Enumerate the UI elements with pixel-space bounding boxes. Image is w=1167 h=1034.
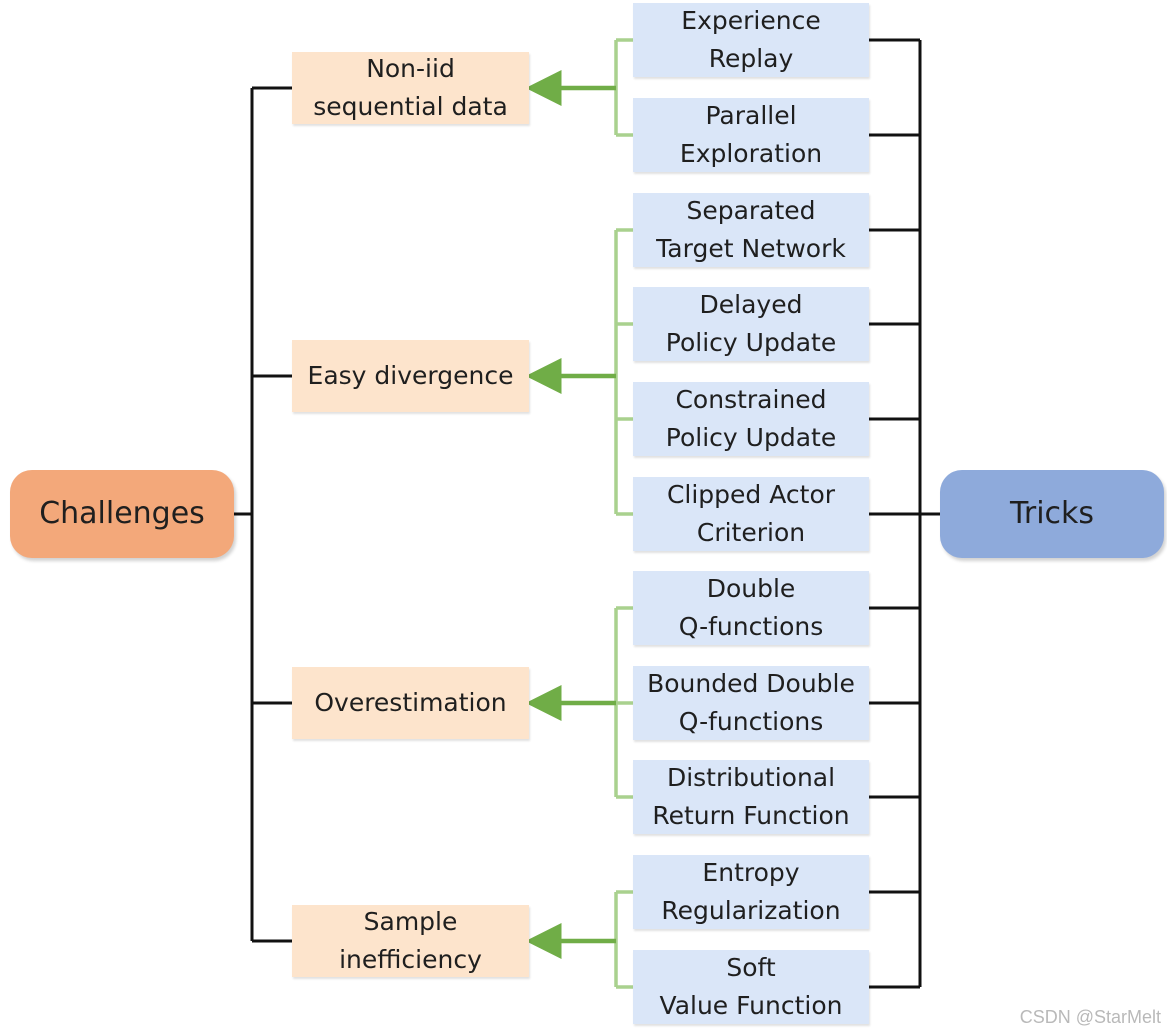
- challenge-node-easy-divergence: Easy divergence: [292, 340, 529, 412]
- trick-node-experience-replay: Experience Replay: [633, 3, 869, 77]
- trick-node-bounded-double-q-functions: Bounded Double Q-functions: [633, 666, 869, 740]
- group-2-connector: [525, 606, 633, 799]
- trick-node-double-q-functions: Double Q-functions: [633, 571, 869, 645]
- tricks-tree: [869, 38, 940, 989]
- trick-node-soft-value-function: Soft Value Function: [633, 950, 869, 1024]
- trick-label: Soft Value Function: [659, 953, 843, 1020]
- trick-node-delayed-policy-update: Delayed Policy Update: [633, 287, 869, 361]
- challenge-label: Sample inefficiency: [339, 907, 482, 974]
- watermark-text: CSDN @StarMelt: [1019, 1007, 1161, 1027]
- trick-node-entropy-regularization: Entropy Regularization: [633, 855, 869, 929]
- challenge-label: Non-iid sequential data: [313, 54, 508, 121]
- challenges-tree: [234, 86, 292, 943]
- trick-label: Separated Target Network: [656, 196, 846, 263]
- trick-label: Experience Replay: [681, 6, 821, 73]
- trick-label: Distributional Return Function: [652, 763, 850, 830]
- trick-node-parallel-exploration: Parallel Exploration: [633, 98, 869, 172]
- trick-label: Constrained Policy Update: [665, 385, 837, 452]
- group-1-connector: [525, 228, 633, 516]
- challenge-node-non-iid: Non-iid sequential data: [292, 52, 529, 124]
- tricks-root-node: Tricks: [940, 470, 1164, 558]
- tricks-root-label: Tricks: [1009, 496, 1095, 531]
- trick-label: Entropy Regularization: [661, 858, 841, 925]
- trick-label: Parallel Exploration: [679, 101, 823, 168]
- challenge-label: Easy divergence: [307, 361, 514, 390]
- challenges-root-node: Challenges: [10, 470, 234, 558]
- trick-label: Double Q-functions: [678, 574, 824, 641]
- group-3-connector: [525, 890, 633, 989]
- trick-node-constrained-policy-update: Constrained Policy Update: [633, 382, 869, 456]
- group-0-connector: [525, 38, 633, 137]
- challenge-label: Overestimation: [314, 688, 507, 717]
- challenge-node-overestimation: Overestimation: [292, 667, 529, 739]
- trick-node-distributional-return-function: Distributional Return Function: [633, 760, 869, 834]
- trick-label: Delayed Policy Update: [665, 290, 837, 357]
- challenges-root-label: Challenges: [39, 496, 205, 531]
- trick-label: Clipped Actor Criterion: [666, 480, 836, 547]
- trick-node-separated-target-network: Separated Target Network: [633, 193, 869, 267]
- trick-label: Bounded Double Q-functions: [647, 669, 855, 736]
- challenge-node-sample-inefficiency: Sample inefficiency: [292, 905, 529, 977]
- trick-node-clipped-actor-criterion: Clipped Actor Criterion: [633, 477, 869, 551]
